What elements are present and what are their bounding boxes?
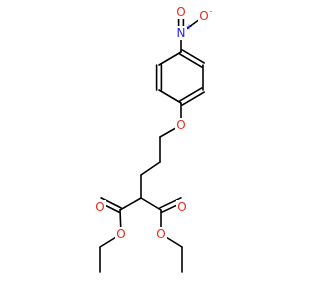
ester2-alkoxy-o-background <box>155 227 167 241</box>
nitro-nitrogen-label: N <box>177 26 186 40</box>
ring-bond-1-a <box>178 53 203 68</box>
nitro-oxygen-top-label: O <box>176 5 185 19</box>
ester1-carbonyl-oxygen-label: O <box>95 200 104 214</box>
ring-bond-3-a <box>178 87 203 102</box>
ether-o-background <box>175 118 187 132</box>
nitro-nitrogen-charge: + <box>186 23 193 32</box>
ring-bond-6 <box>158 51 182 66</box>
nitro-oxygen-right-charge: - <box>210 7 213 16</box>
structure-diagram: N + O O - O O O O O <box>94 5 213 273</box>
nitro-o-top-background <box>175 5 187 19</box>
ester2-carbonyl-bond-b <box>159 197 182 209</box>
ring-bond-1-b <box>181 49 206 64</box>
ring-bond-3-b <box>181 91 206 106</box>
nitro-oxygen-right-label: O <box>199 9 208 23</box>
ester1-alkoxy-o-background <box>115 227 127 241</box>
malonate-ester2-bond <box>140 197 162 211</box>
ester2-carbonyl-o-background <box>176 200 188 214</box>
ester1-alkoxy-oxygen-label: O <box>116 227 125 241</box>
nitro-n-background <box>175 26 187 40</box>
bond-layer <box>98 11 206 273</box>
malonate-ester1-bond <box>119 197 142 211</box>
nitro-o-right-background <box>198 9 210 23</box>
ring-bond-4 <box>158 89 182 104</box>
ester1-carbonyl-o-background <box>94 200 106 214</box>
chain-bond-2 <box>140 161 161 176</box>
ester2-carbonyl-oxygen-label: O <box>177 200 186 214</box>
ester2-alkoxy-oxygen-label: O <box>156 227 165 241</box>
ester1-carbonyl-bond-a <box>100 197 122 209</box>
atom-label-layer: N + O O - O O O O O <box>94 5 213 241</box>
ether-oxygen-label: O <box>176 118 185 132</box>
